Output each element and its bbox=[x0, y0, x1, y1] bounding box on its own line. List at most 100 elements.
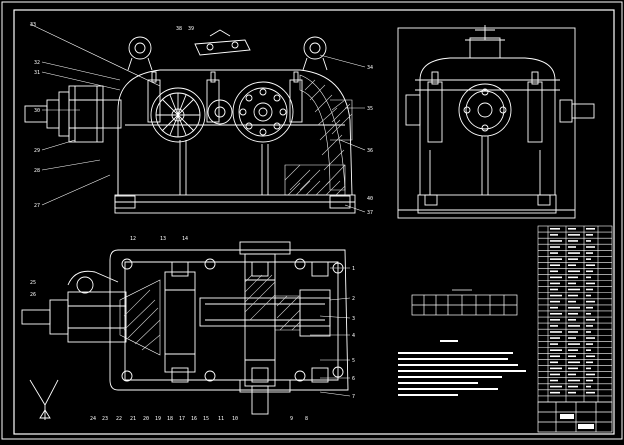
parts-list-illegible-text bbox=[550, 331, 562, 333]
parts-list-illegible-text bbox=[550, 228, 560, 230]
parts-list-illegible-text bbox=[550, 252, 558, 254]
parts-list-illegible-text bbox=[586, 306, 593, 309]
plan-view bbox=[21, 241, 349, 420]
parts-list-illegible-text bbox=[568, 379, 580, 382]
parts-list-illegible-text bbox=[586, 282, 595, 285]
parts-list-illegible-text bbox=[586, 361, 593, 364]
parts-list-illegible-text bbox=[550, 343, 558, 345]
parts-list-illegible-text bbox=[568, 252, 580, 254]
parts-list-illegible-text bbox=[568, 349, 578, 351]
parts-list-illegible-text bbox=[550, 294, 562, 297]
parts-list-illegible-text bbox=[550, 288, 558, 291]
plan-view-hatch bbox=[119, 274, 301, 356]
parts-list-illegible-text bbox=[586, 312, 591, 315]
parts-list-illegible-text bbox=[550, 325, 558, 327]
part-number: 11 bbox=[218, 416, 224, 422]
part-number: 13 bbox=[160, 236, 166, 242]
parts-list-illegible-text bbox=[568, 234, 580, 236]
part-number: 26 bbox=[30, 292, 36, 298]
parts-list-illegible-text bbox=[568, 373, 576, 376]
parts-list-illegible-text bbox=[586, 391, 595, 394]
parts-list-illegible-text bbox=[550, 349, 562, 351]
part-number: 4 bbox=[352, 333, 355, 339]
front-view bbox=[24, 29, 356, 214]
parts-list-illegible-text bbox=[550, 391, 560, 394]
part-number: 14 bbox=[182, 236, 188, 242]
parts-list-illegible-text bbox=[568, 343, 580, 345]
parts-list-illegible-text bbox=[586, 264, 595, 267]
part-number: 10 bbox=[232, 416, 238, 422]
parts-list-illegible-text bbox=[550, 300, 560, 303]
parts-list-illegible-text bbox=[586, 385, 591, 388]
parts-list-illegible-text bbox=[550, 379, 558, 382]
parts-list-illegible-text bbox=[550, 312, 562, 315]
parts-list-illegible-text bbox=[568, 337, 576, 339]
parts-list-illegible-text bbox=[568, 331, 578, 333]
parts-list-illegible-text bbox=[586, 288, 593, 291]
parts-list-illegible-text bbox=[586, 246, 595, 248]
part-number: 21 bbox=[130, 416, 136, 422]
parts-list-illegible-text bbox=[586, 331, 591, 333]
parts-list-illegible-text bbox=[568, 361, 580, 364]
part-number: 16 bbox=[191, 416, 197, 422]
part-number: 23 bbox=[102, 416, 108, 422]
part-number: 1 bbox=[352, 266, 355, 272]
parts-list-illegible-text bbox=[550, 306, 558, 309]
part-numbers: 33 32 31 30 29 28 27 34 35 36 37 38 39 4… bbox=[30, 22, 373, 422]
parts-list-illegible-text bbox=[550, 355, 560, 358]
part-number: 17 bbox=[179, 416, 185, 422]
part-number: 6 bbox=[352, 376, 355, 382]
parts-list-illegible-text bbox=[550, 240, 562, 242]
parts-list-illegible-text bbox=[568, 228, 576, 230]
part-number: 40 bbox=[367, 196, 373, 202]
part-number: 2 bbox=[352, 296, 355, 302]
title-block bbox=[537, 401, 613, 433]
parts-list-illegible-text bbox=[550, 276, 562, 279]
leader-lines bbox=[29, 23, 366, 397]
parts-list-illegible-text bbox=[550, 234, 558, 236]
part-number: 19 bbox=[155, 416, 161, 422]
parts-list-illegible-text bbox=[586, 252, 593, 254]
parameter-table bbox=[411, 289, 518, 316]
part-number: 33 bbox=[30, 22, 36, 28]
parts-list-illegible-text bbox=[568, 391, 576, 394]
parts-list-illegible-text bbox=[586, 373, 595, 376]
parts-list-illegible-text bbox=[568, 319, 576, 321]
part-number: 25 bbox=[30, 280, 36, 286]
parts-list-illegible-text bbox=[586, 300, 595, 303]
parts-list-illegible-text bbox=[568, 300, 576, 303]
parts-list-illegible-text bbox=[568, 276, 578, 279]
parts-list-illegible-text bbox=[586, 319, 595, 321]
parts-list-illegible-text bbox=[568, 264, 576, 267]
parts-list-illegible-text bbox=[568, 355, 576, 358]
parts-list-illegible-text bbox=[568, 325, 580, 327]
part-number: 32 bbox=[34, 60, 40, 66]
parts-list-illegible-text bbox=[586, 294, 591, 297]
parts-list-illegible-text bbox=[568, 312, 578, 315]
parts-list-illegible-text bbox=[586, 228, 595, 230]
parts-list-illegible-text bbox=[586, 337, 595, 339]
parts-list-illegible-text bbox=[586, 240, 591, 242]
part-number: 22 bbox=[116, 416, 122, 422]
parts-list-illegible-text bbox=[568, 306, 580, 309]
technical-notes bbox=[398, 340, 526, 396]
parts-list-illegible-text bbox=[550, 258, 562, 260]
parts-list-illegible-text bbox=[586, 355, 595, 358]
parts-list-illegible-text bbox=[550, 270, 558, 273]
parts-list-illegible-text bbox=[586, 325, 593, 327]
parts-list-illegible-text bbox=[568, 367, 578, 370]
part-number: 20 bbox=[143, 416, 149, 422]
part-number: 24 bbox=[90, 416, 96, 422]
part-number: 18 bbox=[167, 416, 173, 422]
parts-list-illegible-text bbox=[550, 367, 562, 370]
parts-list-illegible-text bbox=[586, 379, 593, 382]
part-number: 28 bbox=[34, 168, 40, 174]
parts-list-illegible-text bbox=[568, 385, 578, 388]
part-number: 5 bbox=[352, 358, 355, 364]
parts-list-illegible-text bbox=[568, 288, 580, 291]
front-view-hatch bbox=[284, 74, 353, 196]
part-number: 38 bbox=[176, 26, 182, 32]
parts-list-illegible-text bbox=[550, 361, 558, 364]
parts-list-illegible-text bbox=[586, 349, 591, 351]
part-number: 29 bbox=[34, 148, 40, 154]
